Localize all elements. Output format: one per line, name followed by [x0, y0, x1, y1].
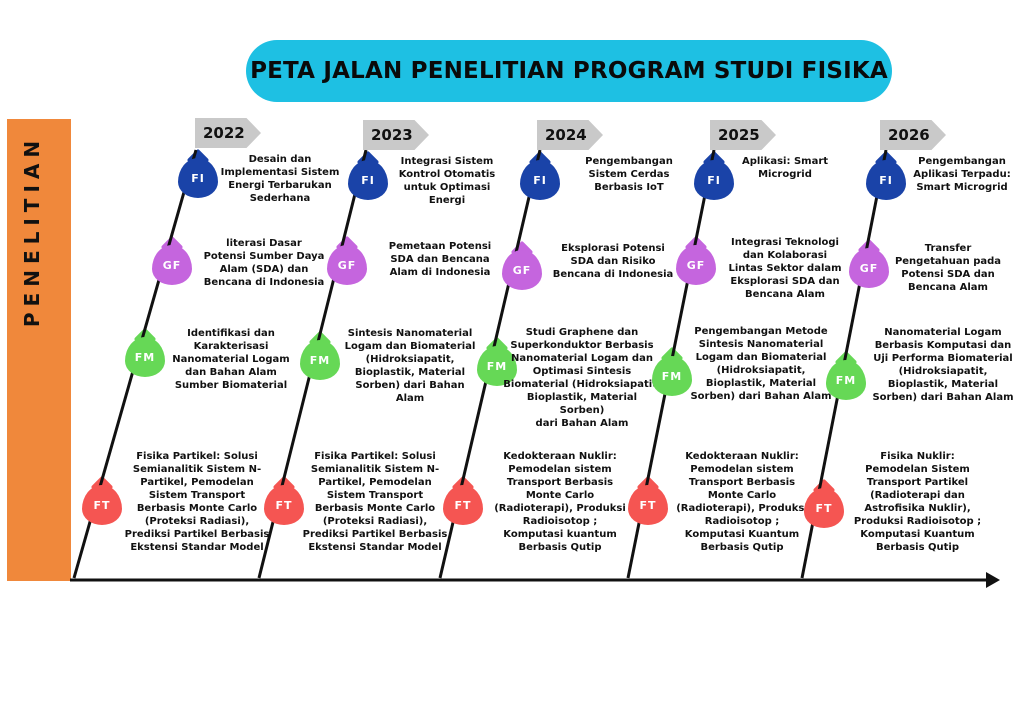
- title-banner: PETA JALAN PENELITIAN PROGRAM STUDI FISI…: [246, 40, 892, 102]
- fm-badge: FM: [826, 360, 866, 400]
- desc-2025-ft: Kedokteraan Nuklir: Pemodelan sistem Tra…: [676, 451, 808, 553]
- desc-2023-fi: Integrasi Sistem Kontrol Otomatis untuk …: [398, 156, 496, 206]
- desc-2026-ft: Fisika Nuklir: Pemodelan Sistem Transpor…: [853, 451, 982, 553]
- gf-badge: GF: [152, 245, 192, 285]
- gf-badge: GF: [676, 245, 716, 285]
- desc-2022-fi: Desain dan Implementasi Sistem Energi Te…: [220, 154, 340, 204]
- desc-2026-gf: Transfer Pengetahuan pada Potensi SDA da…: [894, 243, 1002, 293]
- desc-2022-fm: Identifikasi dan Karakterisasi Nanomater…: [172, 328, 290, 391]
- fi-badge: FI: [520, 160, 560, 200]
- ft-badge: FT: [82, 485, 122, 525]
- gf-badge: GF: [327, 245, 367, 285]
- desc-2025-fi: Aplikasi: Smart Microgrid: [741, 156, 829, 180]
- year-tag-2023: 2023: [363, 120, 429, 150]
- desc-2023-gf: Pemetaan Potensi SDA dan Bencana Alam di…: [388, 241, 492, 278]
- desc-2026-fm: Nanomaterial Logam Berbasis Komputasi da…: [872, 327, 1014, 403]
- desc-2026-fi: Pengembangan Aplikasi Terpadu: Smart Mic…: [913, 156, 1011, 193]
- year-tag-2022: 2022: [195, 118, 261, 148]
- year-tag-2025: 2025: [710, 120, 776, 150]
- fm-badge: FM: [652, 356, 692, 396]
- ft-badge: FT: [443, 485, 483, 525]
- fi-badge: FI: [178, 158, 218, 198]
- ft-badge: FT: [804, 488, 844, 528]
- fi-badge: FI: [348, 160, 388, 200]
- fm-badge: FM: [125, 337, 165, 377]
- desc-2024-fi: Pengembangan Sistem Cerdas Berbasis IoT: [585, 156, 673, 193]
- desc-2022-ft: Fisika Partikel: Solusi Semianalitik Sis…: [124, 451, 270, 553]
- desc-2024-fm: Studi Graphene dan Superkonduktor Berbas…: [503, 327, 661, 429]
- desc-2025-fm: Pengembangan Metode Sintesis Nanomateria…: [690, 326, 832, 402]
- year-label: 2025: [718, 126, 760, 144]
- desc-2024-ft: Kedokteraan Nuklir: Pemodelan sistem Tra…: [494, 451, 626, 553]
- ft-badge: FT: [264, 485, 304, 525]
- year-label: 2026: [888, 126, 930, 144]
- gf-badge: GF: [849, 248, 889, 288]
- desc-2025-gf: Integrasi Teknologi dan Kolaborasi Linta…: [728, 237, 842, 300]
- fi-badge: FI: [866, 160, 906, 200]
- page-title: PETA JALAN PENELITIAN PROGRAM STUDI FISI…: [250, 58, 888, 84]
- year-tag-2026: 2026: [880, 120, 946, 150]
- desc-2023-fm: Sintesis Nanomaterial Logam dan Biomater…: [344, 328, 476, 404]
- timeline-arrowhead: [986, 572, 1000, 588]
- side-category-bar: [7, 119, 71, 581]
- desc-2022-gf: literasi Dasar Potensi Sumber Daya Alam …: [203, 238, 325, 288]
- fi-badge: FI: [694, 160, 734, 200]
- year-label: 2022: [203, 124, 245, 142]
- gf-badge: GF: [502, 250, 542, 290]
- year-label: 2023: [371, 126, 413, 144]
- fm-badge: FM: [300, 340, 340, 380]
- desc-2023-ft: Fisika Partikel: Solusi Semianalitik Sis…: [302, 451, 448, 553]
- year-label: 2024: [545, 126, 587, 144]
- fm-badge: FM: [477, 346, 517, 386]
- year-tag-2024: 2024: [537, 120, 603, 150]
- ft-badge: FT: [628, 485, 668, 525]
- desc-2024-gf: Eksplorasi Potensi SDA dan Risiko Bencan…: [552, 243, 674, 280]
